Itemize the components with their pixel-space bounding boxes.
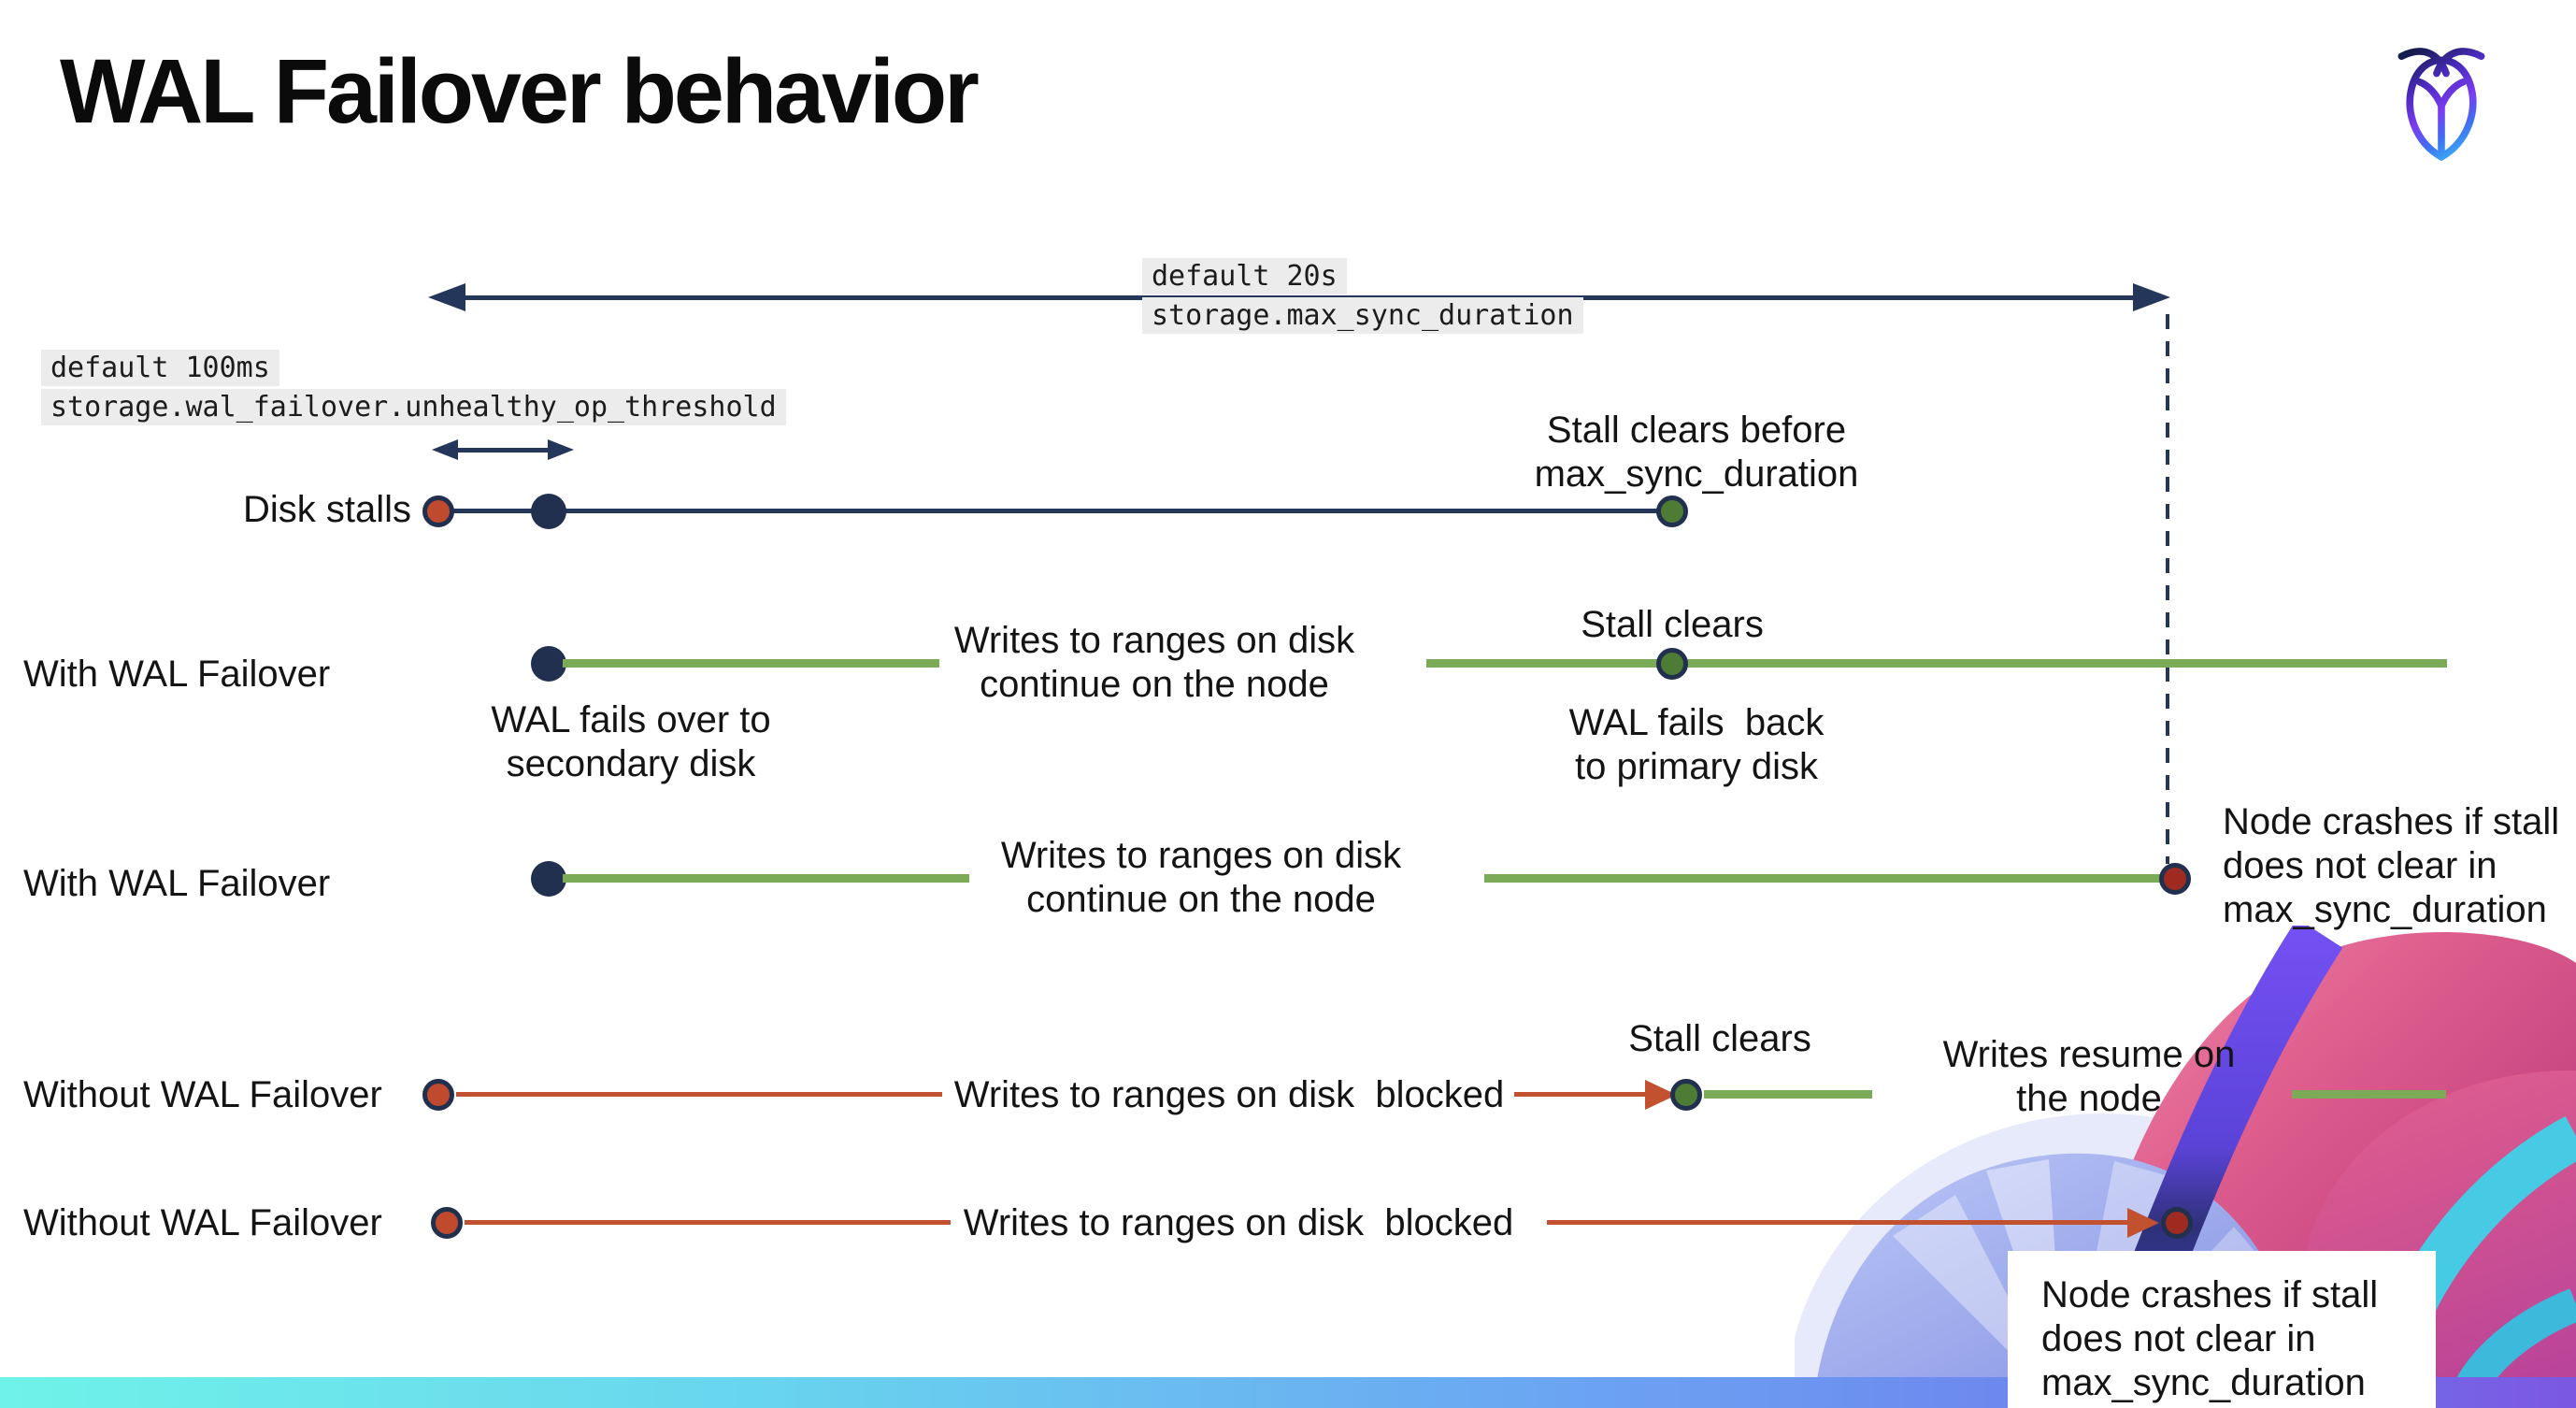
failover-to-secondary-note: WAL fails over to secondary disk	[421, 698, 841, 786]
writes-blocked-line	[465, 1220, 951, 1225]
failover-dot	[531, 646, 566, 682]
stall-clears-note: Stall clears	[1628, 1018, 1811, 1059]
writes-blocked-line	[1547, 1220, 2129, 1225]
writes-resume-line	[1704, 1090, 1872, 1099]
timeline-label-without-wal-failover: Without WAL Failover	[23, 1202, 382, 1243]
failover-dot	[531, 861, 566, 897]
note-line: secondary disk	[506, 743, 756, 784]
writes-continue-note: Writes to ranges on disk continue on the…	[981, 834, 1421, 922]
note-line: max_sync_duration	[2223, 889, 2547, 930]
threshold-default-label: default 100ms	[41, 350, 279, 386]
writes-blocked-line	[1514, 1092, 1647, 1097]
writes-resume-note: Writes resume on the node	[1902, 1033, 2276, 1121]
node-crash-dot	[2161, 1207, 2193, 1239]
timeline-label-with-wal-failover: With WAL Failover	[23, 863, 331, 904]
stall-clears-dot	[1656, 648, 1688, 680]
note-line: Node crashes if stall	[2041, 1274, 2379, 1315]
note-line: Writes resume on	[1942, 1034, 2236, 1075]
max-sync-setting-label: storage.max_sync_duration	[1142, 297, 1583, 334]
disk-stall-start-dot	[422, 496, 454, 527]
note-line: continue on the node	[1026, 879, 1376, 920]
writes-blocked-note: Writes to ranges on disk blocked	[963, 1202, 1514, 1243]
writes-continue-line	[1484, 874, 2161, 883]
crash-note-box: Node crashes if stall does not clear in …	[2008, 1251, 2436, 1408]
arrowhead-left-icon	[428, 283, 465, 311]
arrowhead-right-icon	[548, 439, 574, 460]
writes-continue-line	[563, 659, 939, 668]
note-line: continue on the node	[980, 664, 1329, 705]
node-crash-note: Node crashes if stall does not clear in …	[2223, 800, 2576, 932]
note-line: does not clear in	[2223, 845, 2497, 886]
failback-to-primary-note: WAL fails back to primary disk	[1486, 701, 1907, 789]
note-line: Stall clears before	[1546, 409, 1847, 451]
note-line: Node crashes if stall	[2223, 801, 2560, 842]
stall-clears-dot	[1670, 1079, 1702, 1111]
page-title: WAL Failover behavior	[60, 40, 980, 142]
note-line: max_sync_duration	[1534, 453, 1859, 495]
stall-clears-dot	[1656, 496, 1688, 527]
disk-stall-start-dot	[431, 1207, 463, 1239]
writes-continue-line	[563, 874, 969, 883]
arrowhead-left-icon	[432, 439, 458, 460]
writes-resume-line	[2292, 1090, 2446, 1099]
timeline-label-without-wal-failover: Without WAL Failover	[23, 1074, 382, 1115]
note-line: Writes to ranges on disk	[1000, 835, 1402, 876]
cockroachdb-roach-icon	[2397, 48, 2485, 161]
note-line: WAL fails back	[1568, 702, 1825, 743]
note-line: max_sync_duration	[2041, 1362, 2366, 1403]
timeline-label-disk-stalls: Disk stalls	[242, 489, 411, 530]
failover-threshold-dot	[531, 494, 566, 529]
max-sync-default-label: default 20s	[1142, 258, 1347, 295]
writes-continue-note: Writes to ranges on disk continue on the…	[935, 619, 1374, 707]
node-crash-dot	[2159, 863, 2191, 895]
arrowhead-right-icon	[2133, 283, 2170, 311]
disk-stall-start-dot	[422, 1079, 454, 1111]
writes-continue-line	[1426, 659, 2447, 668]
disk-stalls-timeline-line	[438, 509, 1672, 513]
timeline-label-with-wal-failover: With WAL Failover	[23, 654, 331, 695]
note-line: WAL fails over to	[491, 699, 771, 740]
threshold-arrow-line	[451, 448, 548, 453]
arrowhead-right-icon	[2127, 1208, 2159, 1238]
note-line: does not clear in	[2041, 1318, 2316, 1359]
note-line: to primary disk	[1574, 746, 1819, 787]
note-line: Writes to ranges on disk	[953, 620, 1355, 661]
note-line: the node	[2016, 1078, 2162, 1119]
stall-clears-note: Stall clears	[1581, 604, 1764, 645]
threshold-setting-label: storage.wal_failover.unhealthy_op_thresh…	[41, 389, 786, 425]
writes-blocked-line	[456, 1092, 942, 1097]
writes-blocked-note: Writes to ranges on disk blocked	[953, 1074, 1505, 1115]
max-sync-deadline-dashed-line	[2166, 314, 2169, 864]
stall-clears-before-note: Stall clears before max_sync_duration	[1463, 409, 1930, 496]
